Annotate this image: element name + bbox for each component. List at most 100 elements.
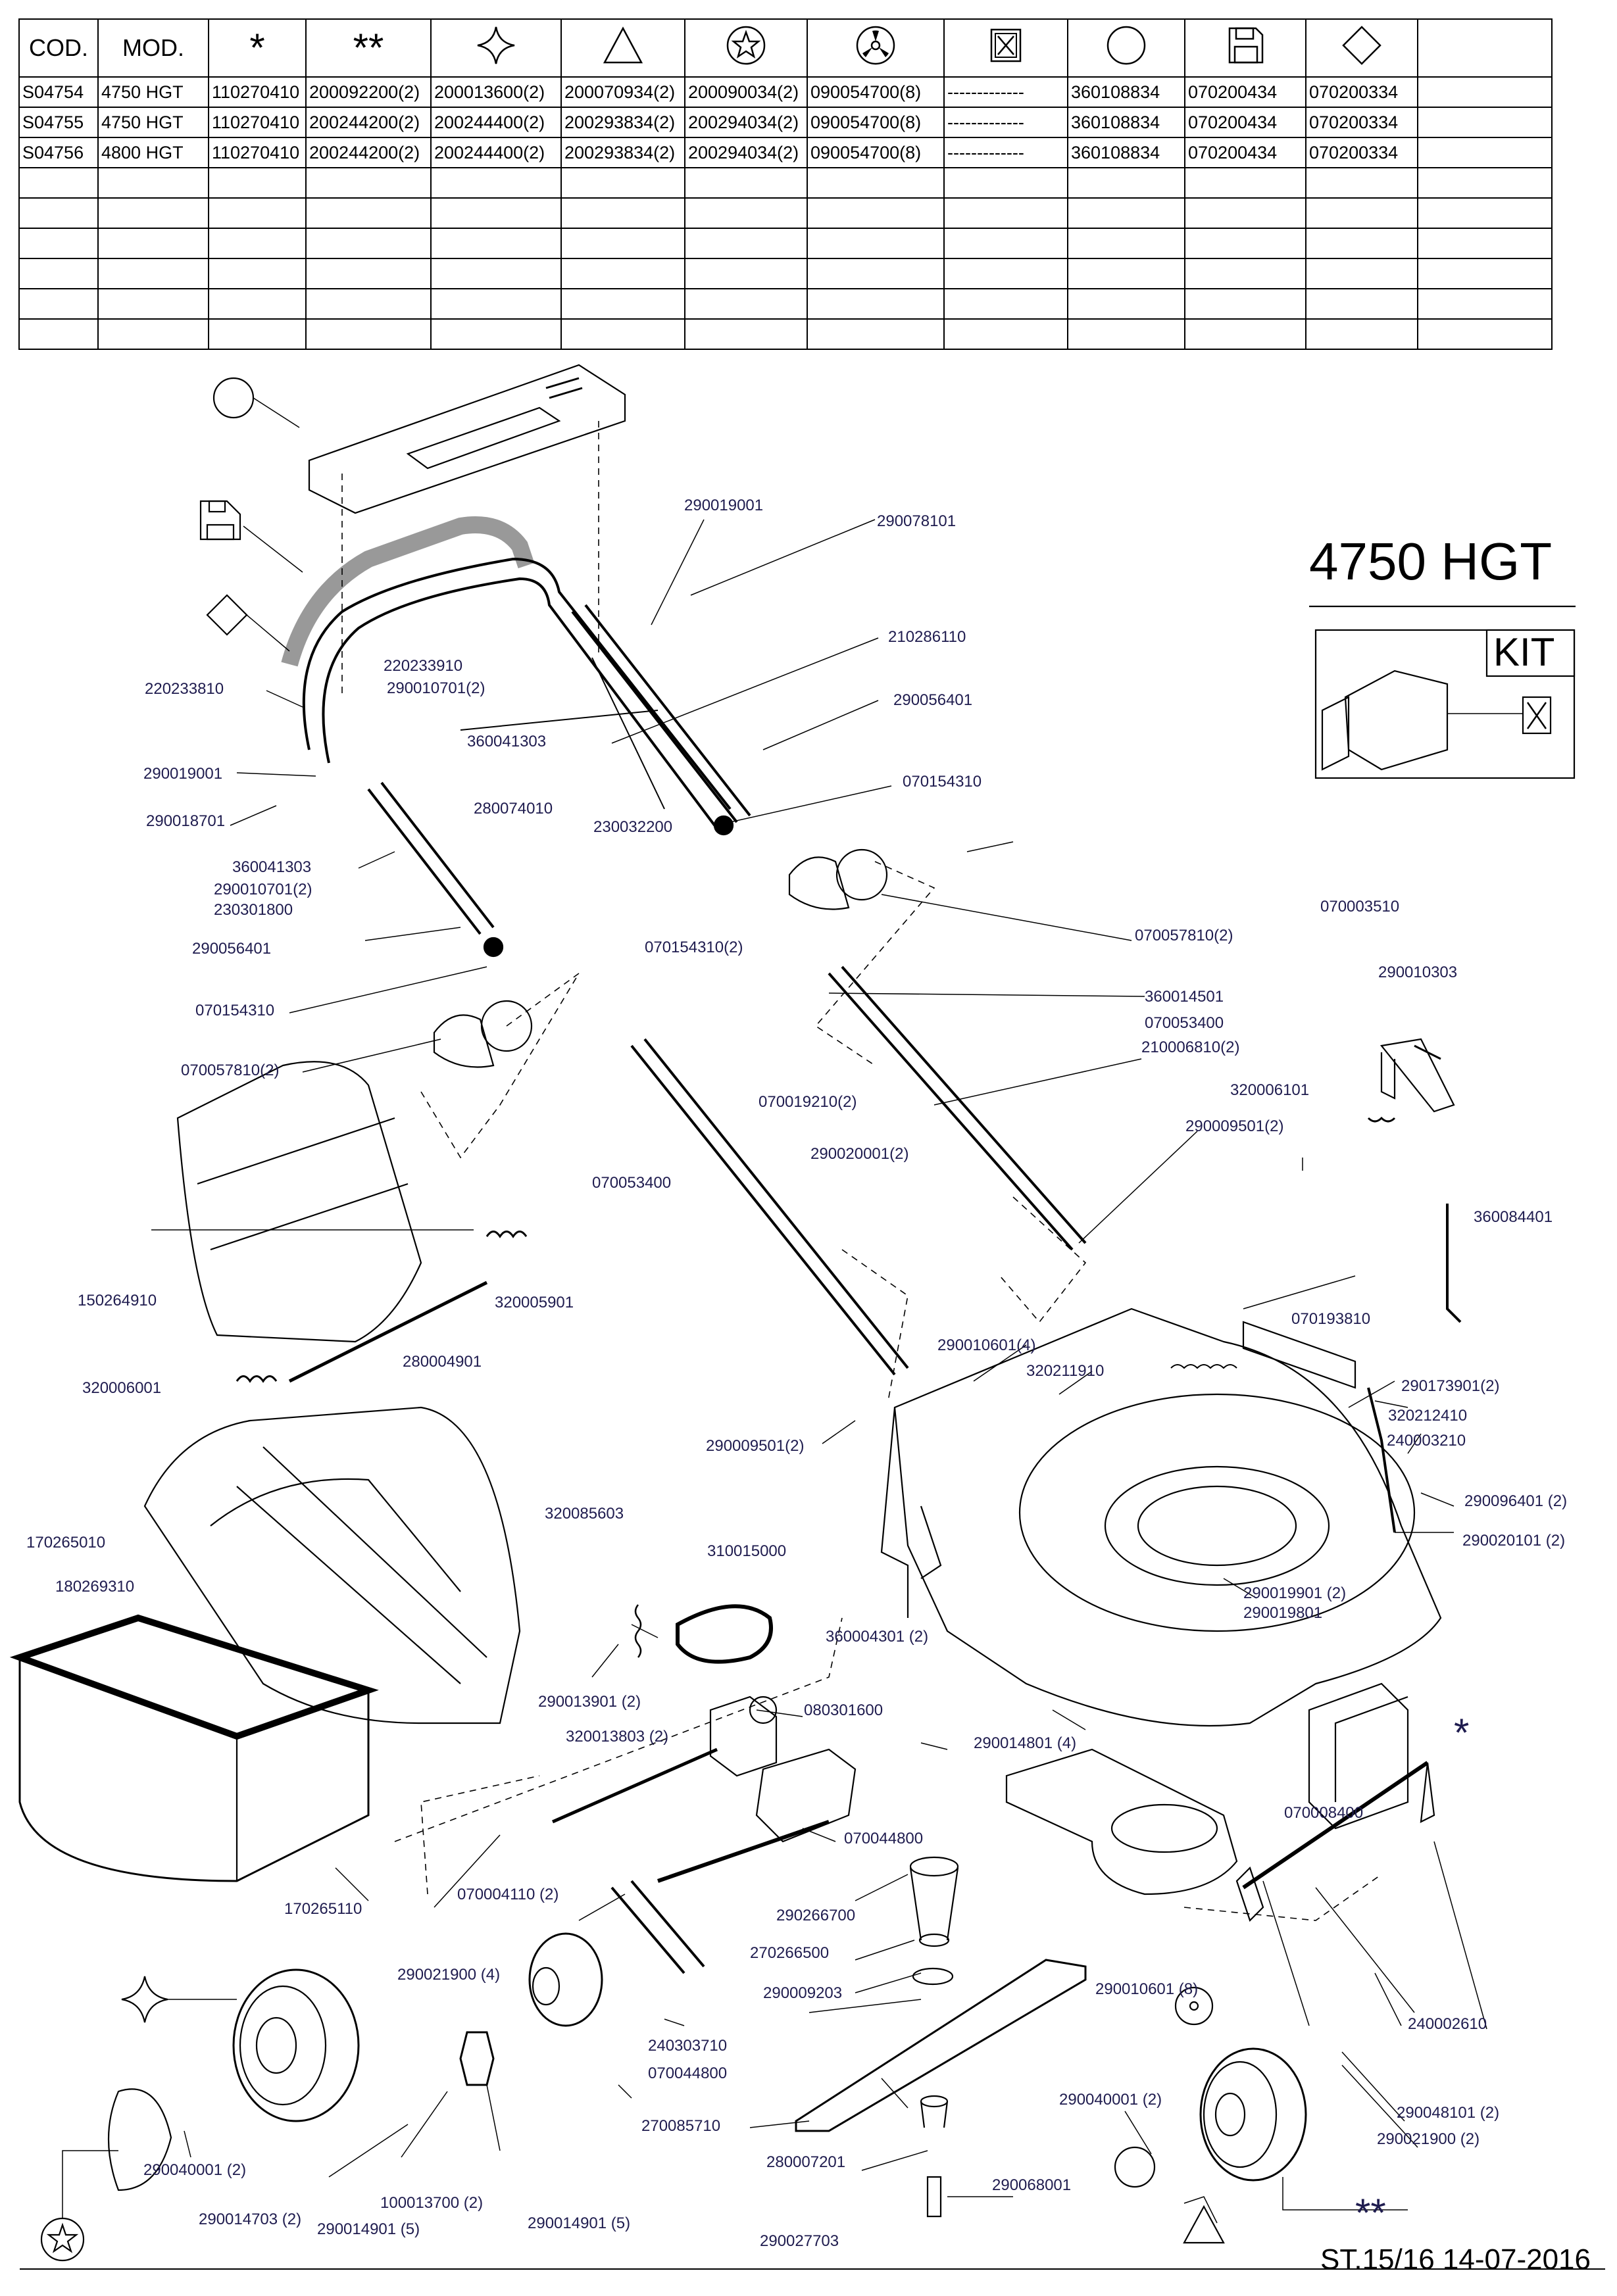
table-cell: [430, 258, 562, 289]
header-single-asterisk: *: [208, 18, 307, 78]
part-number-label: 100013700 (2): [380, 2194, 483, 2212]
callout-double-asterisk: **: [1355, 2191, 1386, 2235]
parts-table: COD. MOD. * **: [18, 18, 1553, 350]
part-number-label: 240303710: [648, 2037, 727, 2055]
part-number-label: 290019001: [684, 497, 763, 514]
part-number-label: 070057810(2): [181, 1062, 279, 1079]
table-cell: 4800 HGT: [97, 137, 209, 168]
table-cell: [807, 318, 945, 350]
part-number-label: 070003510: [1320, 898, 1399, 916]
table-cell: [305, 318, 432, 350]
header-kit-box: [943, 18, 1068, 78]
part-number-label: 270085710: [641, 2117, 720, 2135]
table-cell: [208, 288, 307, 320]
part-number-label: 280004901: [403, 1353, 482, 1371]
table-cell: [1417, 197, 1553, 229]
part-number-label: 170265110: [284, 1900, 362, 1918]
part-number-label: 290014901 (5): [317, 2220, 420, 2238]
table-cell: [430, 318, 562, 350]
part-number-label: 070053400: [1145, 1014, 1224, 1032]
table-cell: [1184, 167, 1306, 199]
table-cell: -------------: [943, 107, 1068, 138]
part-labels: 2900190012900781012102861102900564010701…: [26, 497, 1567, 2250]
part-number-label: 320013803 (2): [566, 1728, 668, 1746]
part-number-label: 360084401: [1474, 1208, 1553, 1226]
table-row: [18, 318, 1553, 350]
table-cell: 200294034(2): [684, 107, 808, 138]
cutting-blade: [795, 1959, 1087, 2132]
table-cell: [208, 228, 307, 259]
table-cell: [1417, 137, 1553, 168]
part-number-label: 290009203: [763, 1984, 842, 2002]
table-cell: [1067, 318, 1185, 350]
table-cell: 200070934(2): [560, 76, 685, 108]
part-number-label: 290021900 (4): [397, 1966, 500, 1984]
part-number-label: 280007201: [766, 2153, 845, 2171]
drive-belt: [676, 1604, 773, 1664]
blade-adapter: [909, 1856, 959, 1947]
star-wheel-icon: [726, 26, 766, 64]
part-number-label: 290014703 (2): [199, 2211, 301, 2228]
table-cell: 110270410: [208, 107, 307, 138]
table-cell: [560, 228, 685, 259]
table-cell: [807, 197, 945, 229]
table-cell: [208, 318, 307, 350]
table-cell: 090054700(8): [807, 107, 945, 138]
part-number-label: 290019001: [143, 765, 222, 783]
part-number-label: 320211910: [1026, 1362, 1104, 1380]
header-circle: [1067, 18, 1185, 78]
table-cell: [208, 197, 307, 229]
table-cell: 200090034(2): [684, 76, 808, 108]
blade-hub-icon: [856, 26, 895, 64]
part-number-label: 310015000: [707, 1542, 786, 1560]
table-cell: [305, 228, 432, 259]
table-cell: 200013600(2): [430, 76, 562, 108]
table-cell: [1305, 288, 1418, 320]
part-number-label: 290013901 (2): [538, 1693, 641, 1711]
table-cell: [943, 258, 1068, 289]
table-cell: [1305, 228, 1418, 259]
part-number-label: 070057810(2): [1135, 927, 1233, 944]
part-number-label: 290010701(2): [387, 679, 485, 697]
table-cell: [208, 167, 307, 199]
callout-triangle-icon: [1183, 2205, 1225, 2244]
kit-label: KIT: [1493, 630, 1555, 674]
lower-handle-left: [367, 781, 495, 935]
table-cell: [97, 258, 209, 289]
drive-wheel-hub: [528, 1932, 603, 2027]
table-cell: [943, 318, 1068, 350]
pinion-gear: [459, 2031, 495, 2086]
header-mod: MOD.: [97, 18, 209, 78]
header-wheel-spokes: [430, 18, 562, 78]
table-cell: [943, 228, 1068, 259]
circle-icon: [1107, 26, 1146, 64]
part-number-label: 360041303: [467, 733, 546, 750]
part-number-label: 290010601(4): [937, 1336, 1035, 1354]
table-cell: [807, 228, 945, 259]
rear-left-wheel: [232, 1968, 360, 2122]
part-number-label: 070044800: [648, 2064, 727, 2082]
part-number-label: 290021900 (2): [1377, 2130, 1480, 2148]
header-double-asterisk: **: [305, 18, 432, 78]
table-cell: [1184, 288, 1306, 320]
header-triangle: [560, 18, 685, 78]
part-number-label: 290019901 (2): [1243, 1584, 1346, 1602]
part-number-label: 290040001 (2): [1059, 2091, 1162, 2109]
gearbox: [551, 1696, 778, 1824]
part-number-label: 240003210: [1387, 1432, 1466, 1450]
table-cell: 360108834: [1067, 107, 1185, 138]
part-number-label: 290020101 (2): [1462, 1532, 1565, 1550]
part-number-label: 290056401: [893, 691, 972, 709]
table-cell: 200244200(2): [305, 137, 432, 168]
table-cell: [560, 318, 685, 350]
part-number-label: 320006001: [82, 1379, 161, 1397]
table-cell: [305, 258, 432, 289]
lower-tube-left: [630, 1038, 909, 1376]
table-cell: [943, 197, 1068, 229]
disk-icon: [1228, 27, 1264, 63]
table-cell: [1305, 318, 1418, 350]
lower-handle-right: [571, 604, 751, 823]
part-number-label: 320005901: [495, 1294, 574, 1311]
washer: [912, 1967, 954, 1986]
